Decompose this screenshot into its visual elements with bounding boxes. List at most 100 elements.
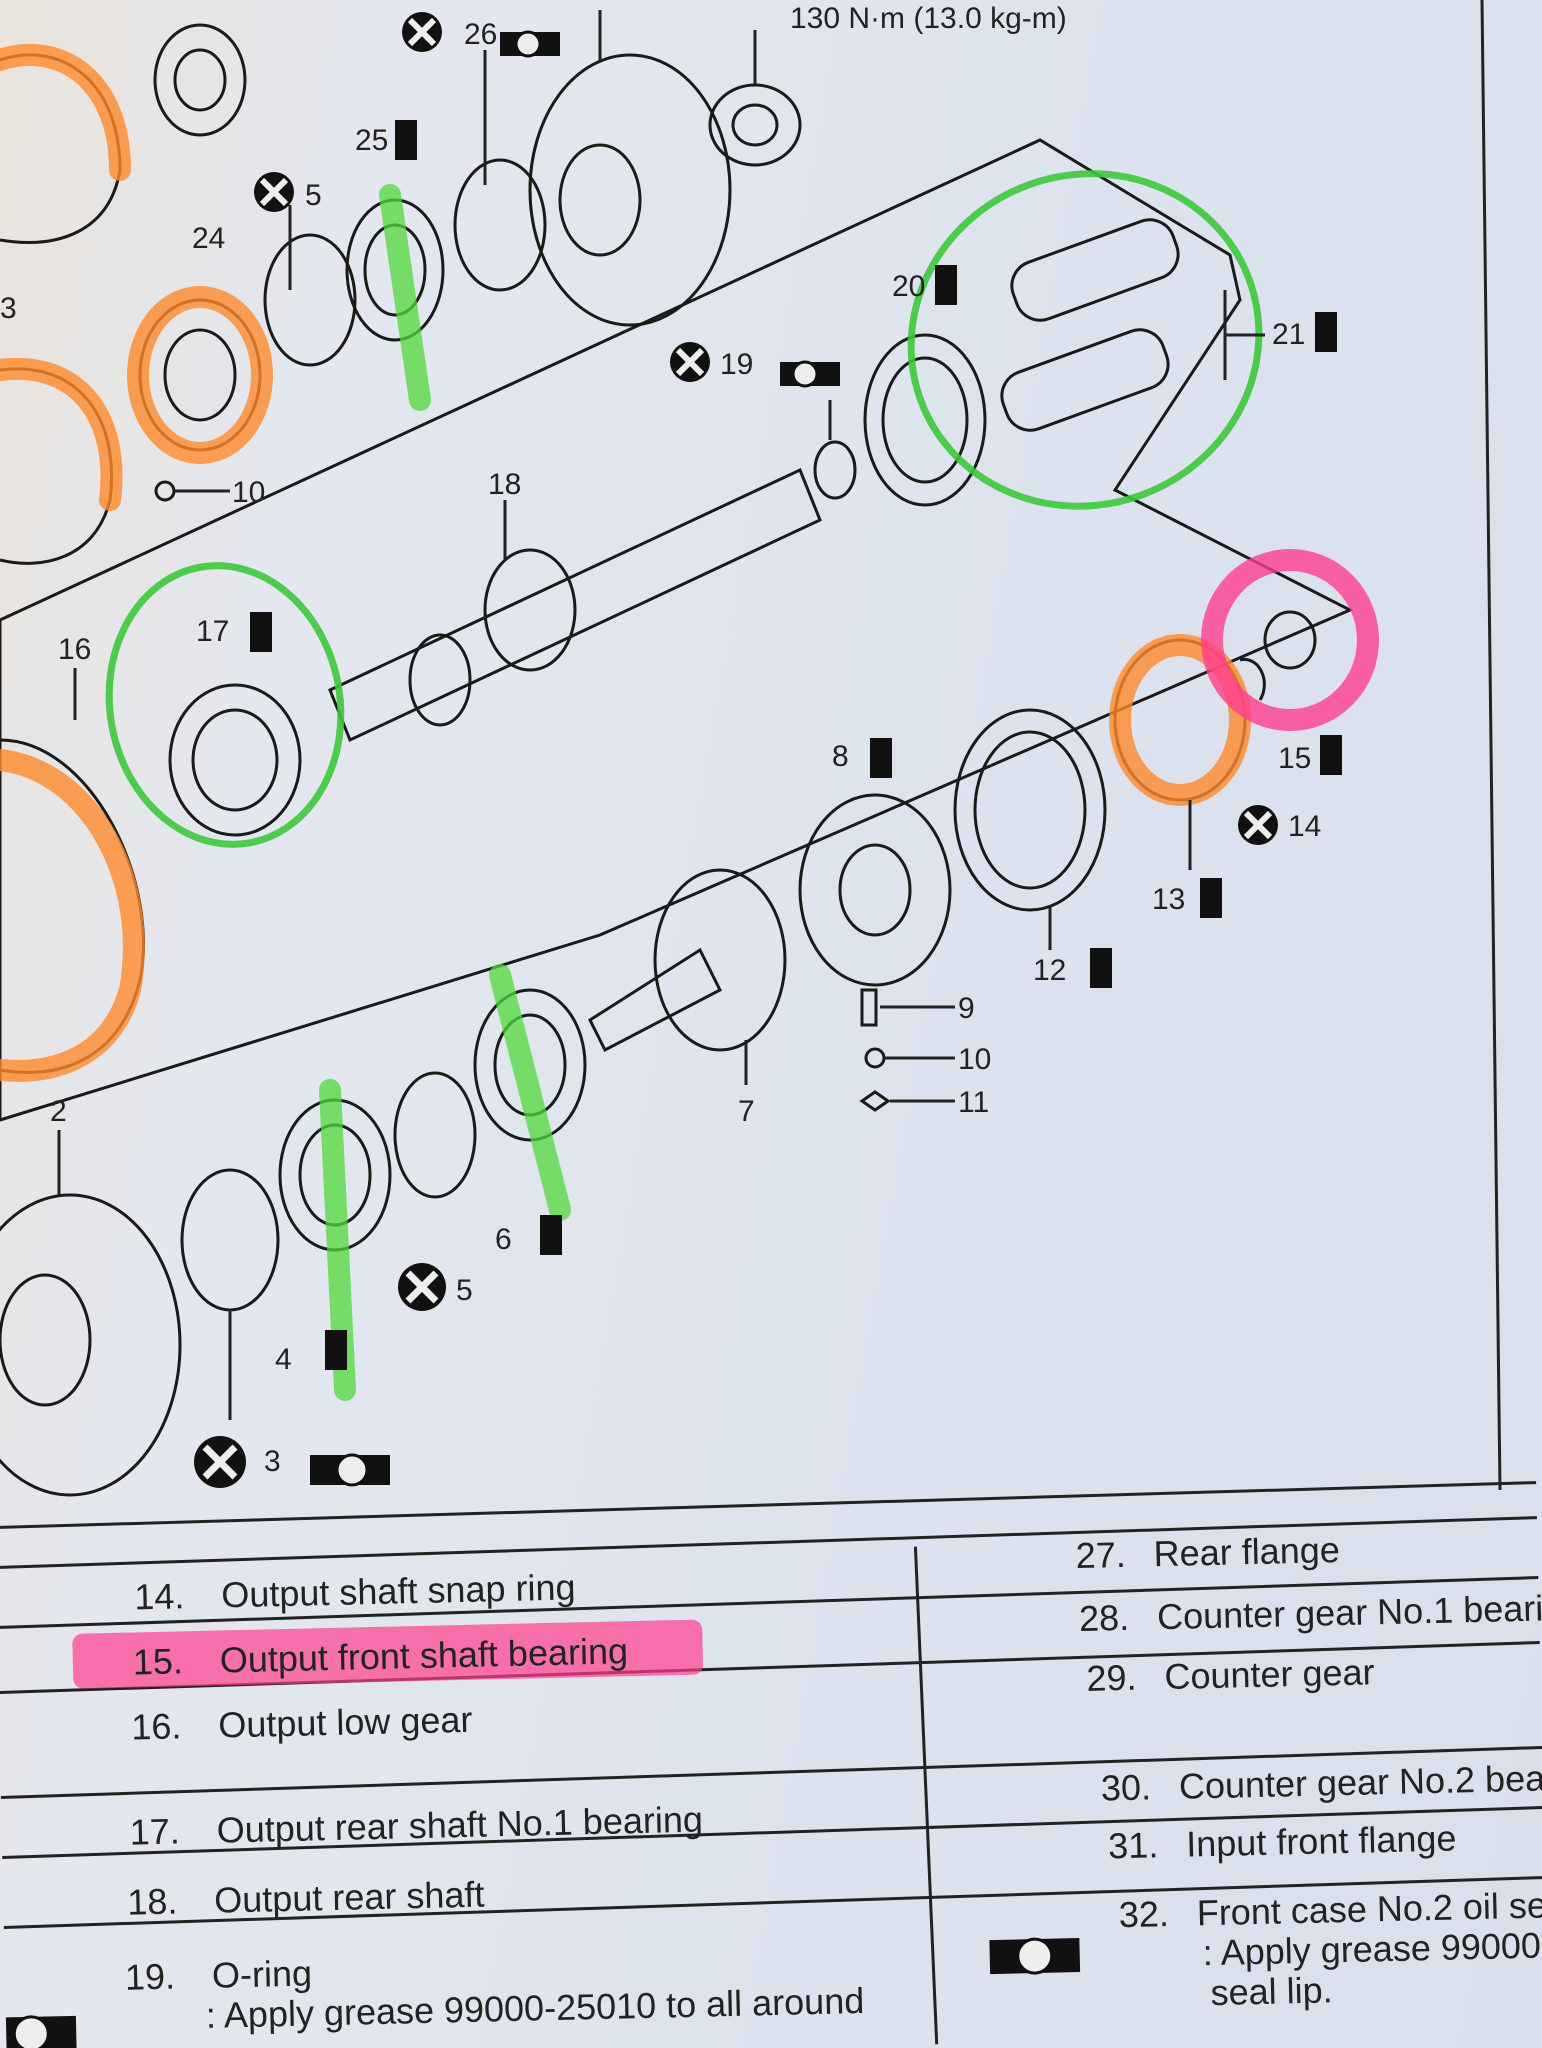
table-row: 27. Rear flange: [1075, 1529, 1340, 1576]
parts-table: 14. Output shaft snap ring 15. Output fron…: [0, 1481, 1542, 2048]
gear-cluster-top-left: [0, 23, 273, 565]
svg-text:14.: 14.: [134, 1575, 185, 1617]
callout-14: 14: [1288, 810, 1321, 843]
page-border: [1480, 0, 1502, 1491]
callout-11: 11: [958, 1086, 989, 1119]
table-row: 29. Counter gear: [1086, 1651, 1375, 1699]
svg-text:18.: 18.: [127, 1881, 178, 1923]
grease-icon: [310, 30, 840, 1487]
callout-10: 10: [958, 1043, 991, 1076]
green-circle-17: [105, 562, 345, 848]
rear-flange-27: [528, 53, 732, 327]
callout-21: 21: [1272, 318, 1305, 351]
front-flange-2: [0, 1193, 182, 1497]
bearing-6: [473, 988, 587, 1142]
svg-text:29.: 29.: [1086, 1657, 1137, 1699]
o-ring-19: [813, 440, 857, 500]
table-row: 16. Output low gear: [131, 1699, 473, 1748]
torque-spec: 130 N·m (13.0 kg-m): [790, 2, 1067, 35]
table-row: 15. Output front shaft bearing: [132, 1630, 628, 1682]
callout-18: 18: [488, 468, 521, 501]
svg-text:17.: 17.: [129, 1810, 180, 1852]
callout-5-bottom: 5: [456, 1274, 473, 1307]
svg-text:30.: 30.: [1100, 1766, 1151, 1808]
snap-ring-5-bottom: [393, 1071, 477, 1199]
svg-text:16.: 16.: [131, 1705, 182, 1747]
pink-highlight: [72, 1619, 704, 1689]
clutch-hub-8: [798, 793, 952, 987]
svg-text:Rear flange: Rear flange: [1153, 1529, 1340, 1574]
needle-bearing-21a: [1010, 218, 1180, 322]
svg-text:Output low gear: Output low gear: [218, 1699, 473, 1746]
callout-17: 17: [196, 615, 229, 648]
svg-text:Output shaft snap ring: Output shaft snap ring: [221, 1566, 576, 1615]
callout-20: 20: [892, 270, 925, 303]
callout-labels: 26 25 5 24 3 20 21 19 10 18 17 16 8 15 1…: [0, 2, 1321, 1478]
spring-9: [860, 988, 878, 1027]
svg-text:O-ring: O-ring: [212, 1952, 313, 1995]
needle-bearing-21b: [1000, 328, 1170, 432]
callout-10-top: 10: [232, 476, 265, 509]
svg-text:Input front flange: Input front flange: [1186, 1817, 1457, 1864]
table-row: 30. Counter gear No.2 bear: [1100, 1757, 1542, 1808]
do-not-reuse-icon: [194, 12, 1278, 1488]
lock-nut: [708, 83, 802, 167]
callout-3-bottom: 3: [264, 1445, 281, 1478]
callout-4: 4: [275, 1343, 292, 1376]
svg-text:27.: 27.: [1075, 1534, 1126, 1576]
pink-circle-15: [1201, 549, 1379, 731]
table-row: 17. Output rear shaft No.1 bearing: [129, 1799, 703, 1853]
oil-seal-26: [453, 158, 547, 292]
callout-26: 26: [464, 18, 497, 51]
table-row: 14. Output shaft snap ring: [134, 1566, 576, 1617]
svg-text:32.: 32.: [1118, 1893, 1169, 1935]
callout-8: 8: [832, 740, 849, 773]
output-front-shaft-bearing-15: [1263, 610, 1317, 670]
svg-text:Output front shaft bearing: Output front shaft bearing: [219, 1630, 628, 1680]
key-11: [859, 1090, 891, 1112]
callout-25: 25: [355, 124, 388, 157]
svg-text:15.: 15.: [132, 1640, 183, 1682]
callout-13: 13: [1152, 883, 1185, 916]
table-row: 32. Front case No.2 oil sea: Apply grease…: [1118, 1884, 1542, 2013]
callout-6: 6: [495, 1223, 512, 1256]
callout-15: 15: [1278, 742, 1311, 775]
hub-sleeve-12: [953, 708, 1107, 912]
sub-assembly-outline: [0, 138, 1354, 1122]
table-row: 19.O-ring: Apply grease 99000-25010 to a…: [125, 1952, 865, 2035]
svg-text:Counter gear: Counter gear: [1164, 1651, 1375, 1697]
bearing-20: [863, 333, 987, 507]
oil-seal-3: [180, 1168, 280, 1312]
svg-text:28.: 28.: [1079, 1597, 1130, 1639]
table-row: 18. Output rear shaft: [127, 1874, 485, 1923]
ball-10-top: [154, 480, 176, 502]
oil-can-icon: [250, 120, 1342, 1370]
callout-16: 16: [58, 633, 91, 666]
table-row: 28. Counter gear No.1 bearin: [1079, 1587, 1542, 1639]
needle-bearing-17: [168, 683, 302, 837]
callout-7: 7: [738, 1095, 755, 1128]
callout-2: 2: [50, 1095, 67, 1128]
callout-19: 19: [720, 348, 753, 381]
callout-12: 12: [1033, 954, 1066, 987]
svg-text:Counter gear No.2 bear: Counter gear No.2 bear: [1178, 1757, 1542, 1807]
snap-ring-14: [1239, 657, 1266, 701]
svg-text:Output rear shaft No.1 bearing: Output rear shaft No.1 bearing: [216, 1799, 703, 1851]
green-circle-21: [907, 170, 1263, 510]
callout-24: 24: [192, 222, 225, 255]
svg-text:Output rear shaft: Output rear shaft: [214, 1874, 485, 1921]
table-row: 31. Input front flange: [1108, 1817, 1457, 1866]
callout-5-top: 5: [305, 179, 322, 212]
svg-text:: Apply grease 99000-: : Apply grease 99000-: [1202, 1924, 1542, 1973]
snap-ring-5-top: [263, 233, 357, 367]
svg-text:19.: 19.: [125, 1956, 176, 1998]
svg-text:seal lip.: seal lip.: [1210, 1969, 1333, 2013]
callout-3-top: 3: [0, 292, 17, 325]
svg-text:Counter gear No.1 bearin: Counter gear No.1 bearin: [1157, 1587, 1542, 1637]
svg-text:Front case No.2 oil sea: Front case No.2 oil sea: [1196, 1884, 1542, 1933]
output-front-shaft-7: [653, 868, 787, 1052]
svg-text:31.: 31.: [1108, 1824, 1159, 1866]
callout-9: 9: [958, 992, 975, 1025]
grease-icon: [5, 1937, 1081, 2048]
